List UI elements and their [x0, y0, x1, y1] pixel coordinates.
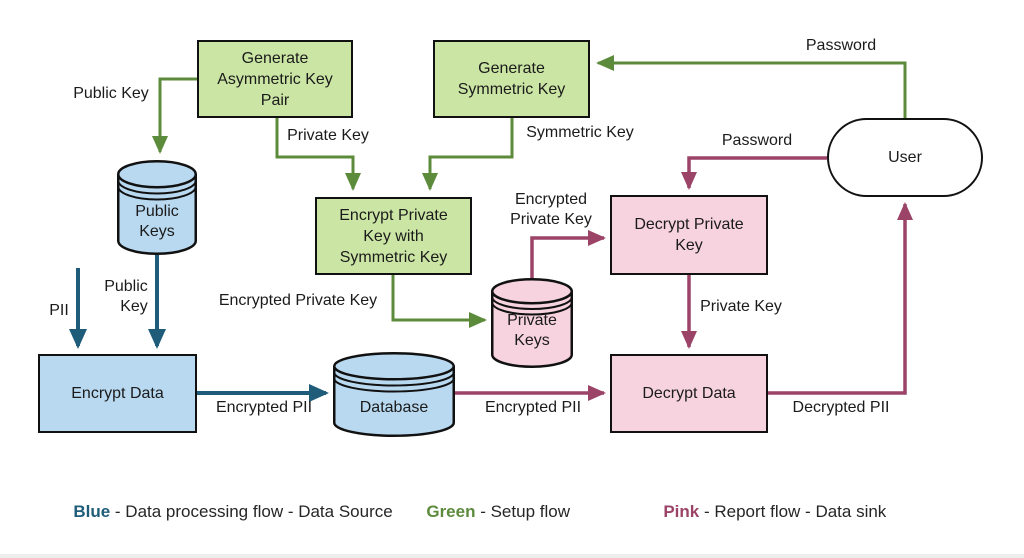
cylinder-shape: [333, 352, 455, 437]
legend-desc-green: - Setup flow: [475, 502, 570, 521]
legend-item-blue: Blue - Data processing flow - Data Sourc…: [45, 482, 393, 542]
legend-desc-blue: - Data processing flow - Data Source: [110, 502, 393, 521]
label-password-top: Password: [805, 37, 877, 54]
encrypt-private-key-box: Encrypt Private Key with Symmetric Key: [315, 197, 472, 275]
legend-term-blue: Blue: [73, 502, 111, 521]
generate-asymmetric-key-pair-box: Generate Asymmetric Key Pair: [197, 40, 353, 118]
edge-encrypted-private-key-to-store: [391, 275, 487, 328]
legend-term-pink: Pink: [663, 502, 700, 521]
legend-term-green: Green: [426, 502, 476, 521]
edge-symmetric-key-to-encrypt: [422, 118, 514, 191]
public-keys-label: Public Keys: [135, 203, 179, 240]
bottom-watermark-strip: [0, 554, 1024, 558]
generate-symmetric-key-box: Generate Symmetric Key: [433, 40, 590, 118]
database-label: Database: [359, 399, 429, 416]
edge-password-to-generate: [596, 55, 907, 118]
label-private-key-2: Private Key: [700, 298, 782, 315]
decrypt-private-key-box: Decrypt Private Key: [610, 195, 768, 275]
legend-desc-pink: - Report flow - Data sink: [699, 502, 887, 521]
decrypt-data-box: Decrypt Data: [610, 354, 768, 433]
label-password-mid: Password: [721, 132, 793, 149]
legend: Blue - Data processing flow - Data Sourc…: [0, 482, 1024, 521]
label-public-key-2: Public Key: [104, 278, 148, 315]
label-encrypted-private-key-left: Encrypted Private Key: [218, 292, 378, 309]
encrypt-data-box: Encrypt Data: [38, 354, 197, 433]
label-encrypted-private-key-right: Encrypted Private Key: [510, 191, 592, 228]
public-keys-datastore: Public Keys: [117, 160, 197, 255]
database-datastore: Database: [333, 352, 455, 437]
label-encrypted-pii-left: Encrypted PII: [215, 399, 313, 416]
edge-encrypted-private-key-to-decrypt: [530, 230, 606, 278]
private-keys-datastore: Private Keys: [491, 278, 573, 368]
label-encrypted-pii-right: Encrypted PII: [484, 399, 582, 416]
cylinder-shape: [491, 278, 573, 368]
edge-decrypted-pii-to-user: [768, 202, 913, 395]
label-private-key: Private Key: [287, 127, 369, 144]
label-public-key: Public Key: [73, 85, 149, 102]
edge-public-key-to-store: [152, 77, 197, 154]
edge-private-key-to-encrypt: [275, 118, 361, 191]
legend-item-green: Green - Setup flow: [398, 482, 570, 542]
cylinder-shape: [117, 160, 197, 255]
label-pii: PII: [49, 302, 69, 319]
label-decrypted-pii: Decrypted PII: [792, 399, 890, 416]
label-symmetric-key: Symmetric Key: [526, 124, 634, 141]
user-node: User: [827, 118, 983, 197]
private-keys-label: Private Keys: [507, 312, 557, 349]
edge-password-to-decrypt: [681, 156, 827, 190]
legend-item-pink: Pink - Report flow - Data sink: [635, 482, 886, 542]
